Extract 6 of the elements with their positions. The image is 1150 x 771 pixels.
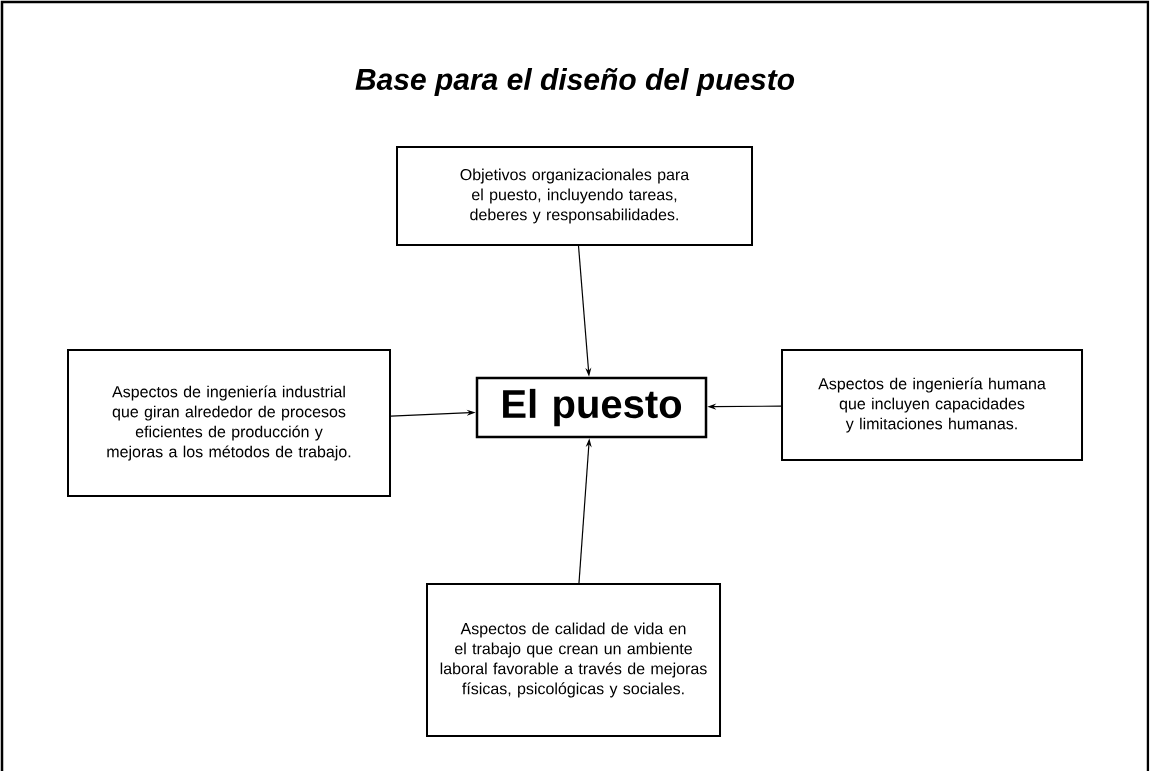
text-box: Objetivos organizacionales para el puesto, incluyendo tareas, deberes y responsabilidades.: [396, 146, 753, 246]
text-box: Aspectos de ingeniería humana que incluyen capacidades y limitaciones humanas.: [781, 349, 1083, 461]
text-box: El puesto: [475, 376, 708, 439]
text-box: Aspectos de calidad de vida en el trabajo que crean un ambiente laboral favorable a través de mejoras físicas, psicológicas y sociales.: [426, 583, 721, 737]
title: Base para el diseño del puesto: [355, 68, 795, 96]
text-box: Aspectos de ingeniería industrial que giran alrededor de procesos eficientes de producción y mejoras a los métodos de trabajo.: [67, 349, 391, 497]
